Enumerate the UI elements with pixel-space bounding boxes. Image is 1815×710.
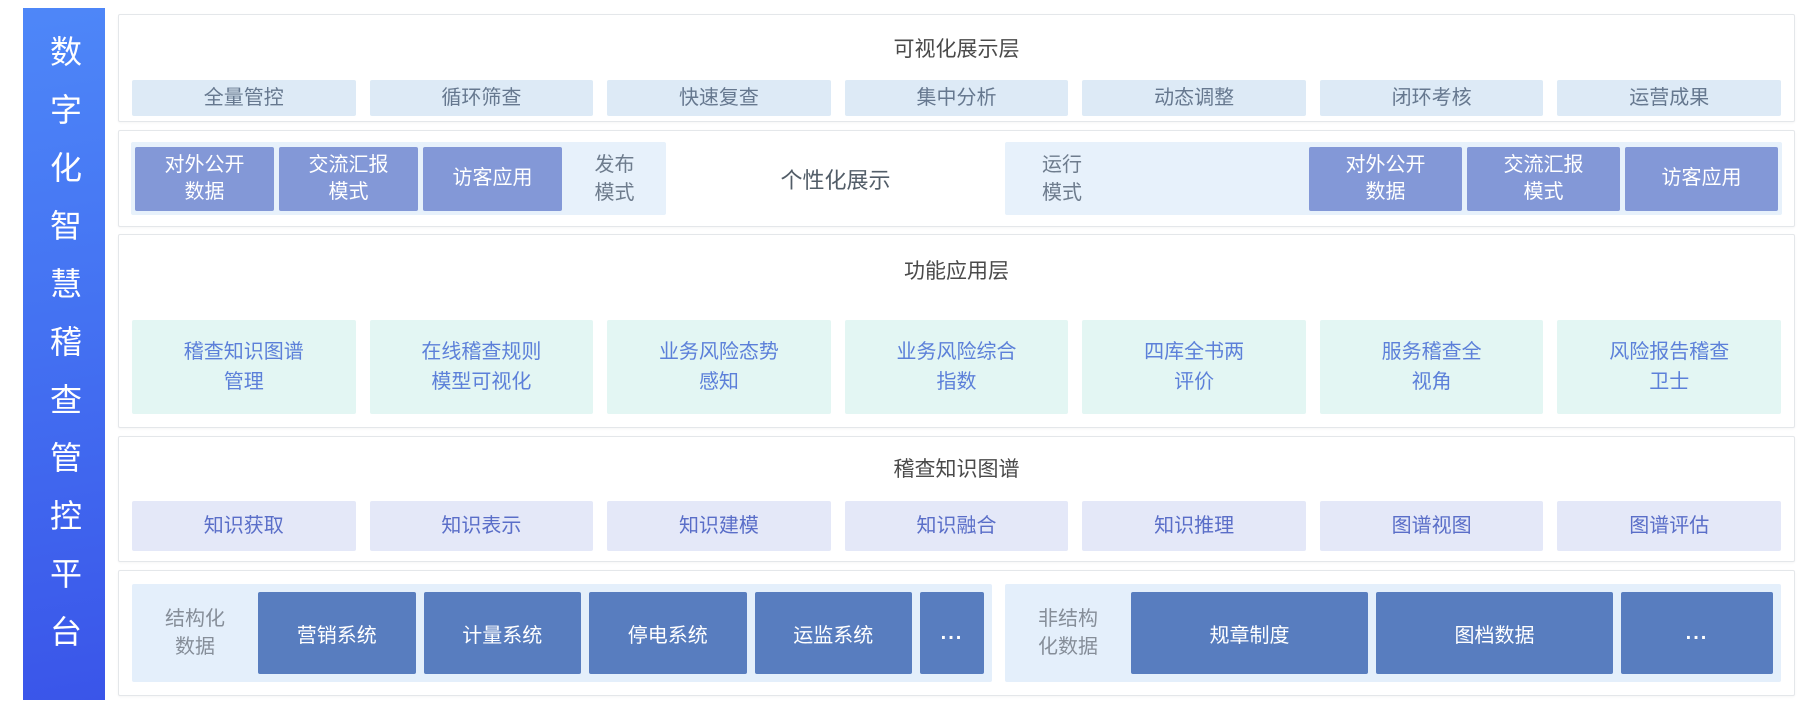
application-items-row: 稽查知识图谱 管理 在线稽查规则 模型可视化 业务风险态势 感知 业务风险综合 … — [119, 320, 1794, 414]
viz-item-centralized-analysis: 集中分析 — [844, 80, 1069, 116]
publish-mode-group: 对外公开 数据 交流汇报 模式 访客应用 发布 模式 — [131, 142, 666, 215]
viz-item-quick-recheck: 快速复查 — [607, 80, 831, 116]
run-box-exchange-report: 交流汇报 模式 — [1467, 146, 1620, 211]
function-application-layer-title: 功能应用层 — [904, 260, 1009, 283]
run-mode-label: 运行 模式 — [1042, 153, 1082, 204]
kg-item-knowledge-modeling: 知识建模 — [607, 501, 831, 551]
unstructured-data-group: 非结构 化数据 规章制度 图档数据 ... — [1005, 584, 1781, 682]
data-box-outage-system: 停电系统 — [589, 592, 747, 674]
app-item-service-inspection-full-view: 服务稽查全 视角 — [1319, 320, 1544, 414]
viz-item-full-control: 全量管控 — [132, 80, 356, 116]
section-knowledge-graph: 稽查知识图谱 知识获取 知识表示 知识建模 知识融合 知识推理 图谱视图 图谱评… — [118, 436, 1795, 562]
data-box-structured-more: ... — [920, 592, 984, 674]
visualization-layer-title: 可视化展示层 — [893, 38, 1020, 61]
kg-item-graph-evaluation: 图谱评估 — [1557, 501, 1782, 551]
data-box-drawing-archive-data: 图档数据 — [1376, 592, 1613, 674]
knowledge-items-row: 知识获取 知识表示 知识建模 知识融合 知识推理 图谱视图 图谱评估 — [119, 501, 1794, 551]
data-box-marketing-system: 营销系统 — [258, 592, 416, 674]
app-item-risk-situation-awareness: 业务风险态势 感知 — [607, 320, 831, 414]
kg-item-knowledge-fusion: 知识融合 — [844, 501, 1069, 551]
app-item-knowledge-graph-management: 稽查知识图谱 管理 — [132, 320, 356, 414]
platform-title: 数字化智慧稽查管控平台 — [46, 35, 82, 673]
data-box-metering-system: 计量系统 — [423, 592, 581, 674]
app-item-online-rule-model-visualization: 在线稽查规则 模型可视化 — [369, 320, 594, 414]
publish-mode-label: 发布 模式 — [594, 153, 635, 204]
kg-item-graph-view: 图谱视图 — [1319, 501, 1544, 551]
platform-title-bar: 数字化智慧稽查管控平台 — [23, 8, 105, 700]
kg-item-knowledge-reasoning: 知识推理 — [1082, 501, 1306, 551]
section-display-modes: 对外公开 数据 交流汇报 模式 访客应用 发布 模式 个性化展示 运行 模式 对… — [118, 130, 1795, 227]
section-function-application-layer: 功能应用层 稽查知识图谱 管理 在线稽查规则 模型可视化 业务风险态势 感知 业… — [118, 234, 1795, 428]
personalized-display-label: 个性化展示 — [780, 167, 891, 193]
kg-item-knowledge-acquisition: 知识获取 — [132, 501, 356, 551]
viz-item-cycle-screening: 循环筛查 — [369, 80, 594, 116]
run-box-public-data: 对外公开 数据 — [1309, 146, 1462, 211]
run-mode-group: 运行 模式 对外公开 数据 交流汇报 模式 访客应用 — [1005, 142, 1782, 215]
app-item-four-libraries-two-evaluations: 四库全书两 评价 — [1082, 320, 1306, 414]
data-box-operation-monitoring-system: 运监系统 — [754, 592, 912, 674]
viz-item-closed-loop-assessment: 闭环考核 — [1319, 80, 1544, 116]
app-item-risk-report-guard: 风险报告稽查 卫士 — [1557, 320, 1782, 414]
section-visualization-layer: 可视化展示层 全量管控 循环筛查 快速复查 集中分析 动态调整 闭环考核 运营成… — [118, 14, 1795, 122]
publish-box-public-data: 对外公开 数据 — [135, 146, 274, 211]
app-item-risk-composite-index: 业务风险综合 指数 — [844, 320, 1069, 414]
section-data-layer: 结构化 数据 营销系统 计量系统 停电系统 运监系统 ... 非结构 化数据 规… — [118, 570, 1795, 696]
unstructured-data-label: 非结构 化数据 — [1038, 608, 1098, 658]
knowledge-graph-title: 稽查知识图谱 — [893, 458, 1020, 481]
data-box-unstructured-more: ... — [1621, 592, 1773, 674]
run-box-visitor-app: 访客应用 — [1625, 146, 1778, 211]
publish-box-exchange-report: 交流汇报 模式 — [279, 146, 418, 211]
structured-data-label: 结构化 数据 — [165, 608, 225, 658]
viz-item-operation-results: 运营成果 — [1557, 80, 1782, 116]
viz-item-dynamic-adjustment: 动态调整 — [1082, 80, 1306, 116]
kg-item-knowledge-representation: 知识表示 — [369, 501, 594, 551]
visualization-items-row: 全量管控 循环筛查 快速复查 集中分析 动态调整 闭环考核 运营成果 — [119, 80, 1794, 116]
publish-box-visitor-app: 访客应用 — [423, 146, 562, 211]
structured-data-group: 结构化 数据 营销系统 计量系统 停电系统 运监系统 ... — [132, 584, 992, 682]
data-box-rules-regulations: 规章制度 — [1131, 592, 1368, 674]
